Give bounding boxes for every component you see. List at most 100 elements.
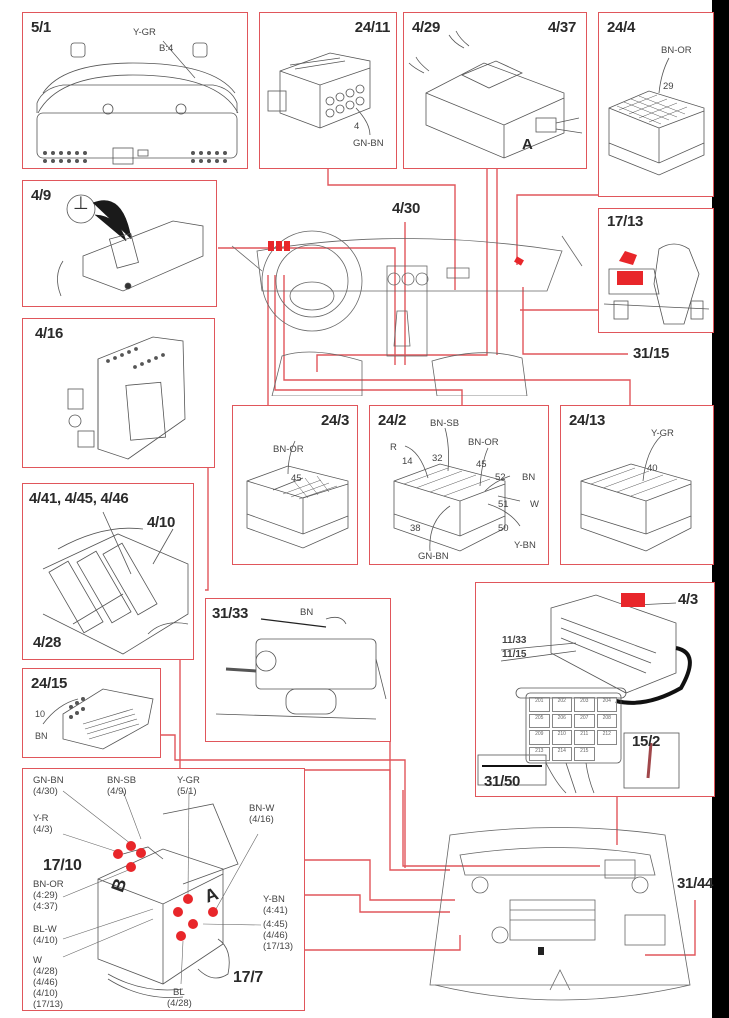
highlighted-relay-4-3 [621,593,645,607]
panel-24-13-connector: 24/13 Y-GR 40 [560,405,714,565]
pin-marker [188,919,198,929]
relay-pos: 210 [551,730,572,745]
panel-title: 24/13 [569,412,606,429]
callout-bl-w-ref: (4/10) [33,935,58,946]
pin-label-32: 32 [432,453,443,464]
relay-label-4-10: 4/10 [147,514,175,531]
connector-label-31-50: 31/50 [484,773,521,790]
wire-label-bn-sb: BN-SB [430,418,460,429]
wire-label-bn-or: BN-OR [661,45,692,56]
callout-w-ref2: (4/46) [33,977,58,988]
relay-pos: 212 [596,730,617,745]
callout-y-gr-color: Y-GR [177,775,200,786]
ground-icon: ⊥ [73,193,89,213]
panel-4-29-control-module: 4/29 4/37 A [403,12,587,169]
relay-pos: 215 [574,746,595,761]
connector-drawing [580,435,692,552]
dashboard-view: 4/30 [222,196,592,396]
wire-label-w: W [530,499,539,510]
relay-marker-1 [268,241,274,251]
panel-title: 17/10 [43,857,82,874]
pin-marker [176,931,186,941]
wire-label-gn-bn: GN-BN [418,551,449,562]
callout-w-ref3: (4/10) [33,988,58,999]
connector-label-a: A [522,136,533,153]
red-arrow-marker [619,251,637,265]
panel-title: 24/15 [31,675,68,692]
sensor-marker [538,947,544,955]
callout-bn-w-color: BN-W [249,803,275,814]
fuse-label-15-2: 15/2 [632,733,660,750]
panel-title: 24/2 [378,412,406,429]
relay-pos: 206 [551,713,572,728]
ground-symbol-circle [66,194,96,224]
connector-drawing [246,440,349,549]
callout-bn-w-ref: (4/16) [249,814,274,825]
scan-edge-black-bar [712,0,729,1018]
callout-bl-color: BL [173,987,185,998]
relays-drawing [42,511,189,655]
panel-5-1-instrument-cluster: 5/1 Y-GR B:4 [22,12,248,169]
ground-point-drawing [57,194,204,297]
pin-label-b4: B:4 [159,43,174,54]
wire-label-y-bn: Y-BN [514,540,536,551]
wire-label-r: R [390,442,397,453]
callout-w-color: W [33,955,42,966]
wire-label-bn: BN [35,731,48,741]
panel-4-3-relay-box: 201 202 203 204 205 206 207 208 209 210 … [475,582,715,797]
engine-bay-drawing [429,827,691,1001]
ground-31-15-label: 31/15 [633,345,670,362]
relay-pos: 209 [529,730,550,745]
pin-label-10: 10 [35,709,46,719]
wire-label-bn-or: BN-OR [468,437,499,448]
relay-pos: 211 [574,730,595,745]
panel-title: 4/29 [412,19,440,36]
relay-pos: 203 [574,697,595,712]
callout-y-gr-ref: (5/1) [177,786,197,797]
starter-motor-drawing [215,616,387,720]
pin-marker [183,894,193,904]
pin-label-51: 51 [498,499,509,510]
relay-pos: 208 [596,713,617,728]
callout-y-bn-ref3: (4/46) [263,930,288,941]
relay-pos: 201 [529,697,550,712]
panel-title: 24/11 [354,19,391,36]
connector-drawing [608,57,705,176]
callout-w-ref1: (4/28) [33,966,58,977]
callout-y-r-ref: (4/3) [33,824,53,835]
callout-bn-sb-ref: (4/9) [107,786,127,797]
relay-label-4-28: 4/28 [33,634,61,651]
instrument-cluster-drawing [36,40,239,165]
relay-marker-2 [276,241,282,251]
callout-bn-sb-color: BN-SB [107,775,137,786]
callout-y-bn-ref2: (4:45) [263,919,288,930]
callout-gn-bn-color: GN-BN [33,775,64,786]
panel-24-3-connector: 24/3 BN-OR 45 [232,405,358,565]
panel-title: 5/1 [31,19,51,36]
callout-y-bn-ref4: (17/13) [263,941,294,952]
pin-marker [113,849,123,859]
panel-24-2-connector: 24/2 BN-SB BN-OR R 14 32 45 52 BN 51 W 5… [369,405,549,565]
callout-y-bn-ref1: (4:41) [263,905,288,916]
wire-label-y-gr: Y-GR [133,27,156,38]
control-unit-drawing [67,336,186,460]
relay-marker-3 [284,241,290,251]
pin-label-38: 38 [410,523,421,534]
panel-title: 4/41, 4/45, 4/46 [29,490,129,507]
pin-label-40: 40 [647,463,658,474]
pin-label-29: 29 [663,81,674,92]
panel-4-9-ground-point: 4/9 ⊥ [22,180,217,307]
wire-label-y-gr: Y-GR [651,428,674,439]
engine-view-title: 31/44 [677,875,714,892]
callout-y-bn-color: Y-BN [263,894,285,905]
panel-title: 4/9 [31,187,51,204]
panel-title-secondary: 4/37 [548,19,576,36]
module-marker [514,256,524,266]
callout-gn-bn-ref: (4/30) [33,786,58,797]
gear-selector-drawing [603,243,710,325]
center-view-title: 4/30 [392,200,420,217]
pin-label-45: 45 [291,473,302,484]
relay-box-drawing [477,593,692,794]
wire-label-bn-or: BN-OR [273,444,304,455]
pin-marker [126,862,136,872]
